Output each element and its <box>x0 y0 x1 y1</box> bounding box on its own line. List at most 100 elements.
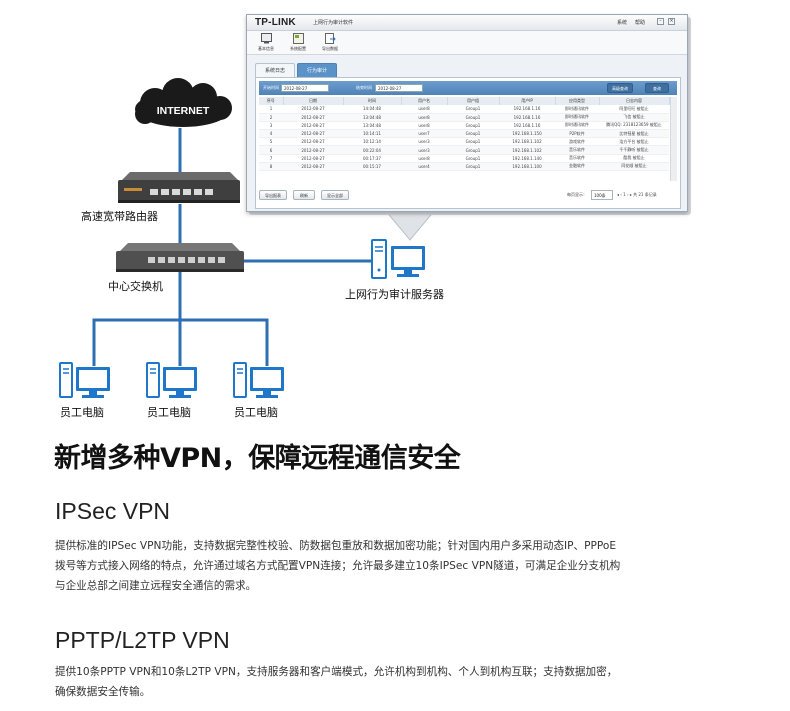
ipsec-line-3: 与企业总部之间建立远程安全通信的需求。 <box>55 580 257 592</box>
table-cell: Group1 <box>447 137 499 147</box>
menu-system[interactable]: 系统 <box>617 20 628 26</box>
table-scrollbar[interactable] <box>670 97 677 181</box>
column-header[interactable]: 用户组 <box>447 97 500 105</box>
table-cell: user8 <box>401 121 447 131</box>
search-button[interactable]: 查询 <box>645 83 669 93</box>
audit-panel: 开始时间 2012-08-27 结束时间 2012-08-27 高级查询 查询 … <box>255 77 681 209</box>
settings-icon <box>292 33 304 44</box>
column-header[interactable]: 日志内容 <box>599 97 670 105</box>
toolbar: 基本信息 系统配置 导出数据 <box>247 31 687 55</box>
pptp-line-2: 确保数据安全传输。 <box>55 686 151 698</box>
table-cell: 2012-08-27 <box>283 121 343 131</box>
table-cell: 金融软件 <box>555 162 599 172</box>
table-cell: 浩方平台 被阻止 <box>599 137 669 147</box>
table-cell: 2012-08-27 <box>283 154 343 163</box>
internet-label: INTERNET <box>157 105 210 117</box>
table-cell: 00:17:37 <box>343 154 401 163</box>
employee-pc-label-1: 员工电脑 <box>60 406 104 419</box>
router-label: 高速宽带路由器 <box>81 210 158 223</box>
table-cell: 192.168.1.102 <box>499 137 555 147</box>
table-cell: user3 <box>401 137 447 147</box>
table-cell: 比特彗星 被阻止 <box>599 129 669 139</box>
table-cell: 飞信 被阻止 <box>599 113 669 122</box>
switch-label: 中心交换机 <box>108 280 163 293</box>
table-cell: 2012-08-27 <box>283 137 343 147</box>
advanced-search-button[interactable]: 高级查询 <box>607 83 633 93</box>
window-title: 上网行为审计软件 <box>313 20 354 26</box>
column-header[interactable]: 日期 <box>283 97 344 105</box>
page-navigation[interactable]: ◂ ‹ 1 › ▸ 共 21 条记录 <box>617 192 657 197</box>
table-cell: Group1 <box>447 105 499 114</box>
ipsec-line-1: 提供标准的IPSec VPN功能，支持数据完整性校验、防数据包重放和数据加密功能… <box>55 540 617 552</box>
per-page-label: 每页显示： <box>567 192 587 197</box>
table-cell: 192.168.1.100 <box>499 162 555 172</box>
column-header[interactable]: 用户IP <box>499 97 556 105</box>
table-cell: 音乐软件 <box>555 145 599 155</box>
table-cell: 1 <box>259 105 283 114</box>
export-report-button[interactable]: 导出报表 <box>259 190 287 200</box>
section-body-ipsec: 提供标准的IPSec VPN功能，支持数据完整性校验、防数据包重放和数据加密功能… <box>55 536 735 596</box>
table-cell: 酷我 被阻止 <box>599 154 669 163</box>
table-cell: 00:15:17 <box>343 162 401 172</box>
employee-pc-icon-1 <box>59 362 110 398</box>
table-cell: Group1 <box>447 121 499 131</box>
toolbar-info-button[interactable]: 基本信息 <box>251 33 281 52</box>
start-time-label: 开始时间 <box>263 85 279 90</box>
table-cell: user3 <box>401 145 447 155</box>
table-cell: 同花顺 被阻止 <box>599 162 669 172</box>
section-body-pptp: 提供10条PPTP VPN和10条L2TP VPN，支持服务器和客户端模式，允许… <box>55 662 735 702</box>
tab-system-log[interactable]: 系统日志 <box>255 63 295 77</box>
table-cell: 192.168.1.16 <box>499 105 555 114</box>
column-header[interactable]: 序号 <box>259 97 284 105</box>
toolbar-settings-button[interactable]: 系统配置 <box>283 33 313 52</box>
table-cell: user4 <box>401 162 447 172</box>
table-cell: 6 <box>259 145 283 155</box>
table-cell: 游戏软件 <box>555 137 599 147</box>
column-header[interactable]: 用户名 <box>401 97 448 105</box>
column-header[interactable]: 时间 <box>343 97 402 105</box>
employee-pc-label-2: 员工电脑 <box>147 406 191 419</box>
info-icon <box>260 33 272 44</box>
section-title-ipsec: IPSec VPN <box>55 498 171 524</box>
column-header[interactable]: 应用类型 <box>555 97 600 105</box>
end-time-input[interactable]: 2012-08-27 <box>375 84 423 92</box>
table-cell: Group1 <box>447 129 499 139</box>
switch-icon <box>116 243 244 272</box>
table-cell: 14:04:48 <box>343 105 401 114</box>
table-cell: Group1 <box>447 145 499 155</box>
tab-behavior-audit[interactable]: 行为审计 <box>297 63 337 77</box>
network-diagram: INTERNET <box>59 78 437 398</box>
table-cell: user8 <box>401 105 447 114</box>
show-all-button[interactable]: 显示全部 <box>321 190 349 200</box>
minimize-icon[interactable]: – <box>657 18 664 25</box>
window-titlebar[interactable]: TP-LINK 上网行为审计软件 系统 帮助 – × <box>247 15 687 31</box>
toolbar-export-button[interactable]: 导出数据 <box>315 33 345 52</box>
table-cell: 2012-08-27 <box>283 145 343 155</box>
per-page-select[interactable]: 100条 <box>591 190 613 200</box>
table-cell: 192.168.1.102 <box>499 145 555 155</box>
start-time-input[interactable]: 2012-08-27 <box>281 84 329 92</box>
table-cell: Group1 <box>447 113 499 122</box>
table-cell: Group1 <box>447 154 499 163</box>
table-cell: 4 <box>259 129 283 139</box>
server-pc-icon <box>371 239 425 279</box>
employee-pc-icon-2 <box>146 362 197 398</box>
menu-help[interactable]: 帮助 <box>635 20 646 26</box>
pptp-line-1: 提供10条PPTP VPN和10条L2TP VPN，支持服务器和客户端模式，允许… <box>55 666 618 678</box>
table-cell: 音乐软件 <box>555 154 599 163</box>
refresh-button[interactable]: 刷新 <box>293 190 315 200</box>
table-cell: 8 <box>259 162 283 172</box>
table-cell: 千千静听 被阻止 <box>599 145 669 155</box>
close-icon[interactable]: × <box>668 18 675 25</box>
